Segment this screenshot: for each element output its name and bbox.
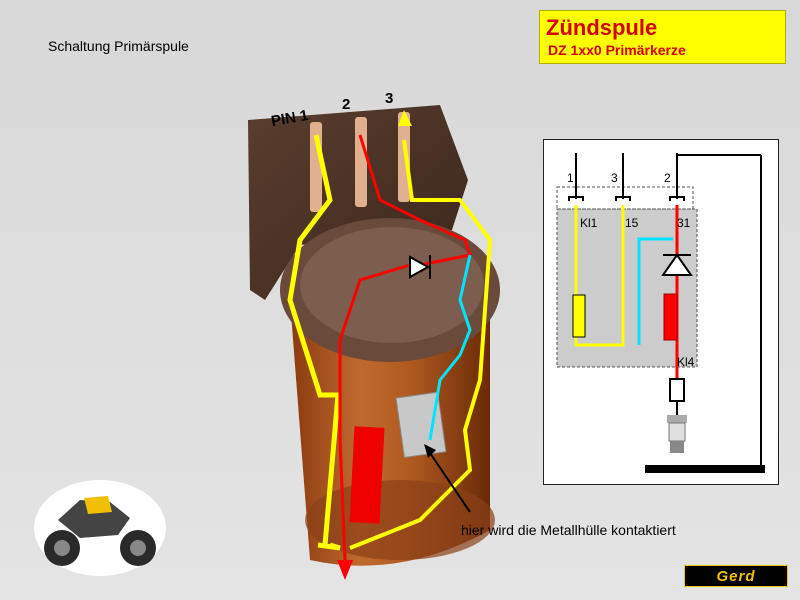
motorcycle-image bbox=[34, 480, 166, 576]
gerd-logo: Gerd bbox=[684, 565, 788, 587]
title-box bbox=[539, 10, 786, 64]
inner-label-15: 15 bbox=[625, 216, 639, 230]
pin-label-2: 2 bbox=[342, 96, 351, 113]
title-main: Zündspule bbox=[546, 15, 658, 40]
red-component bbox=[349, 426, 385, 524]
bottom-label-kl4: Kl4 bbox=[677, 355, 695, 369]
inner-label-31: 31 bbox=[677, 216, 691, 230]
terminal-label-1: 1 bbox=[567, 171, 574, 185]
photo-caption: Schaltung Primärspule bbox=[48, 38, 189, 54]
terminal-label-2: 2 bbox=[664, 171, 671, 185]
title-subtitle: DZ 1xx0 Primärkerze bbox=[548, 42, 686, 58]
pin-label-3: 3 bbox=[385, 90, 394, 107]
schematic-drawing bbox=[556, 153, 765, 473]
terminal-label-3: 3 bbox=[611, 171, 618, 185]
annotation-text: hier wird die Metallhülle kontaktiert bbox=[461, 522, 676, 538]
inner-label-kl1: Kl1 bbox=[580, 216, 598, 230]
metal-clip bbox=[395, 391, 447, 459]
